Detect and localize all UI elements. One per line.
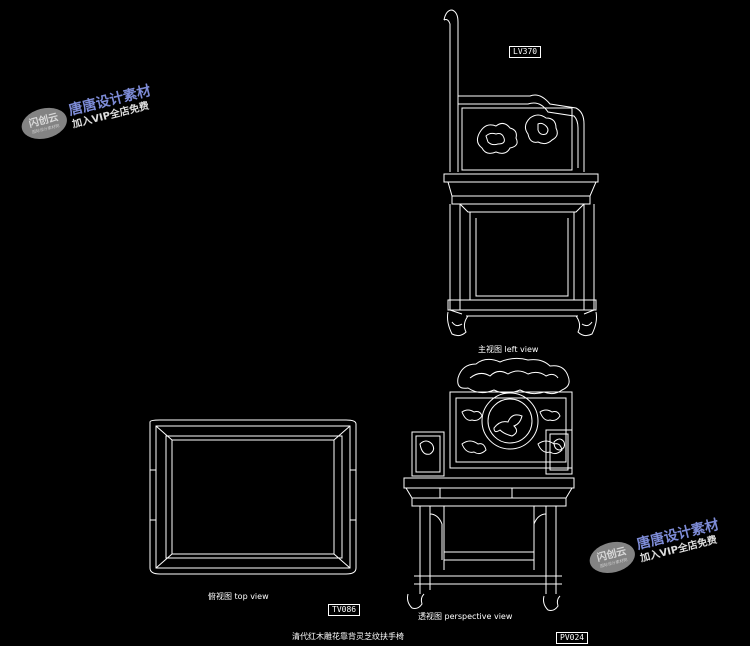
drawing-caption: 清代红木雕花靠背灵芝纹扶手椅	[292, 632, 404, 641]
left-view-label: 主视图 left view	[478, 345, 539, 354]
top-view-seat	[149, 419, 357, 575]
view-tag-tv: TV086	[328, 604, 361, 616]
perspective-view-label: 透视图 perspective view	[418, 612, 513, 621]
perspective-view-chair	[403, 357, 575, 611]
view-tag-pv: PV024	[556, 632, 589, 644]
left-view-chair	[443, 9, 599, 337]
view-tag-lv: LV370	[509, 46, 542, 58]
top-view-label: 俯视图 top view	[208, 592, 269, 601]
